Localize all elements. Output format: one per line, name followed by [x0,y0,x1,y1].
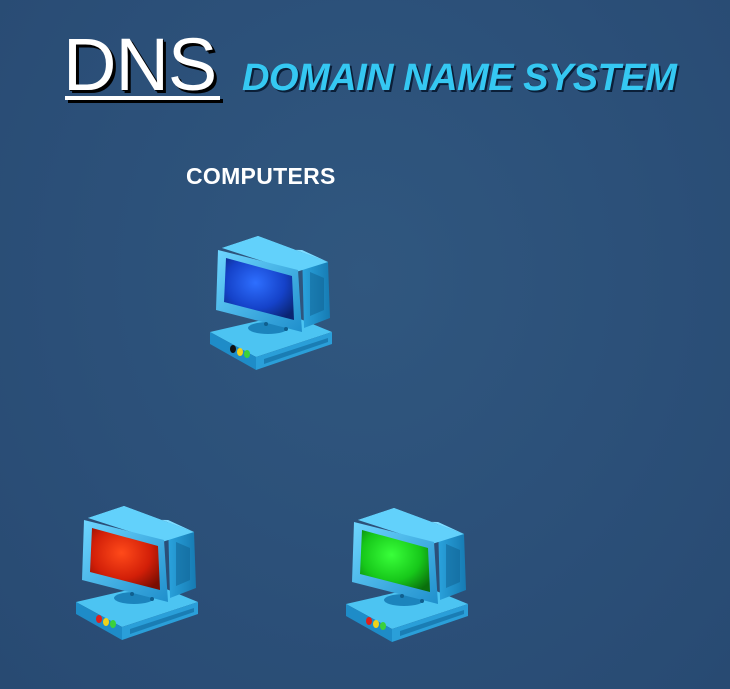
slide-subtitle: DOMAIN NAME SYSTEM [242,57,677,99]
slide-title-dns: DNS [63,23,217,106]
computer-icon [76,506,198,640]
computer-icon-blue [206,232,336,382]
computers-label: COMPUTERS [186,163,336,189]
computer-icon-red [72,502,202,652]
computer-icon-green [342,504,472,654]
computer-icon [346,508,468,642]
title-underline [65,96,220,100]
computer-icon [210,236,332,370]
